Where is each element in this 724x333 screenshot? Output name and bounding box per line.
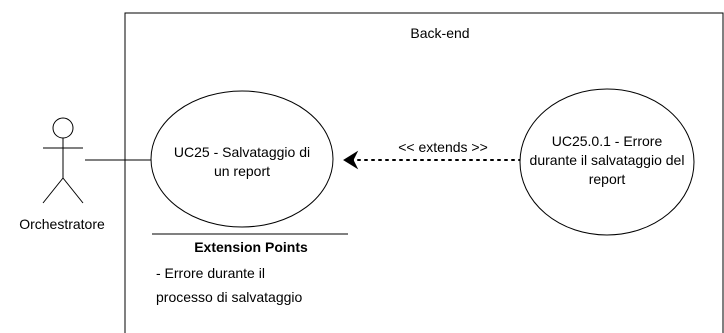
system-boundary bbox=[124, 12, 724, 333]
extends-arrowhead-icon bbox=[343, 150, 359, 170]
use-case-uc25-0-1[interactable]: UC25.0.1 - Errore durante il salvataggio… bbox=[519, 88, 695, 236]
actor-left-leg bbox=[42, 177, 64, 204]
actor-right-leg bbox=[62, 177, 84, 204]
extension-point-item-line2: processo di salvataggio bbox=[156, 289, 303, 305]
use-case-uc25[interactable]: UC25 - Salvataggio di un report bbox=[150, 90, 334, 228]
use-case-uc25-0-1-label-line3: report bbox=[589, 171, 626, 187]
use-case-uc25-0-1-label-line1: UC25.0.1 - Errore bbox=[552, 133, 663, 149]
actor-orchestratore[interactable] bbox=[42, 117, 84, 204]
use-case-uc25-0-1-ellipse bbox=[519, 88, 695, 236]
use-case-uc25-label-line2: un report bbox=[214, 163, 270, 179]
extension-points-title: Extension Points bbox=[194, 239, 308, 255]
system-boundary-label: Back-end bbox=[410, 25, 469, 41]
extends-relation-label: << extends >> bbox=[398, 139, 488, 155]
use-case-uc25-label-line1: UC25 - Salvataggio di bbox=[174, 144, 310, 160]
use-case-uc25-0-1-label-line2: durante il salvataggio del bbox=[530, 152, 685, 168]
extension-point-item-line1: - Errore durante il bbox=[156, 265, 265, 281]
use-case-uc25-ellipse bbox=[150, 90, 334, 228]
actor-head bbox=[52, 117, 74, 139]
actor-label: Orchestratore bbox=[19, 216, 105, 232]
